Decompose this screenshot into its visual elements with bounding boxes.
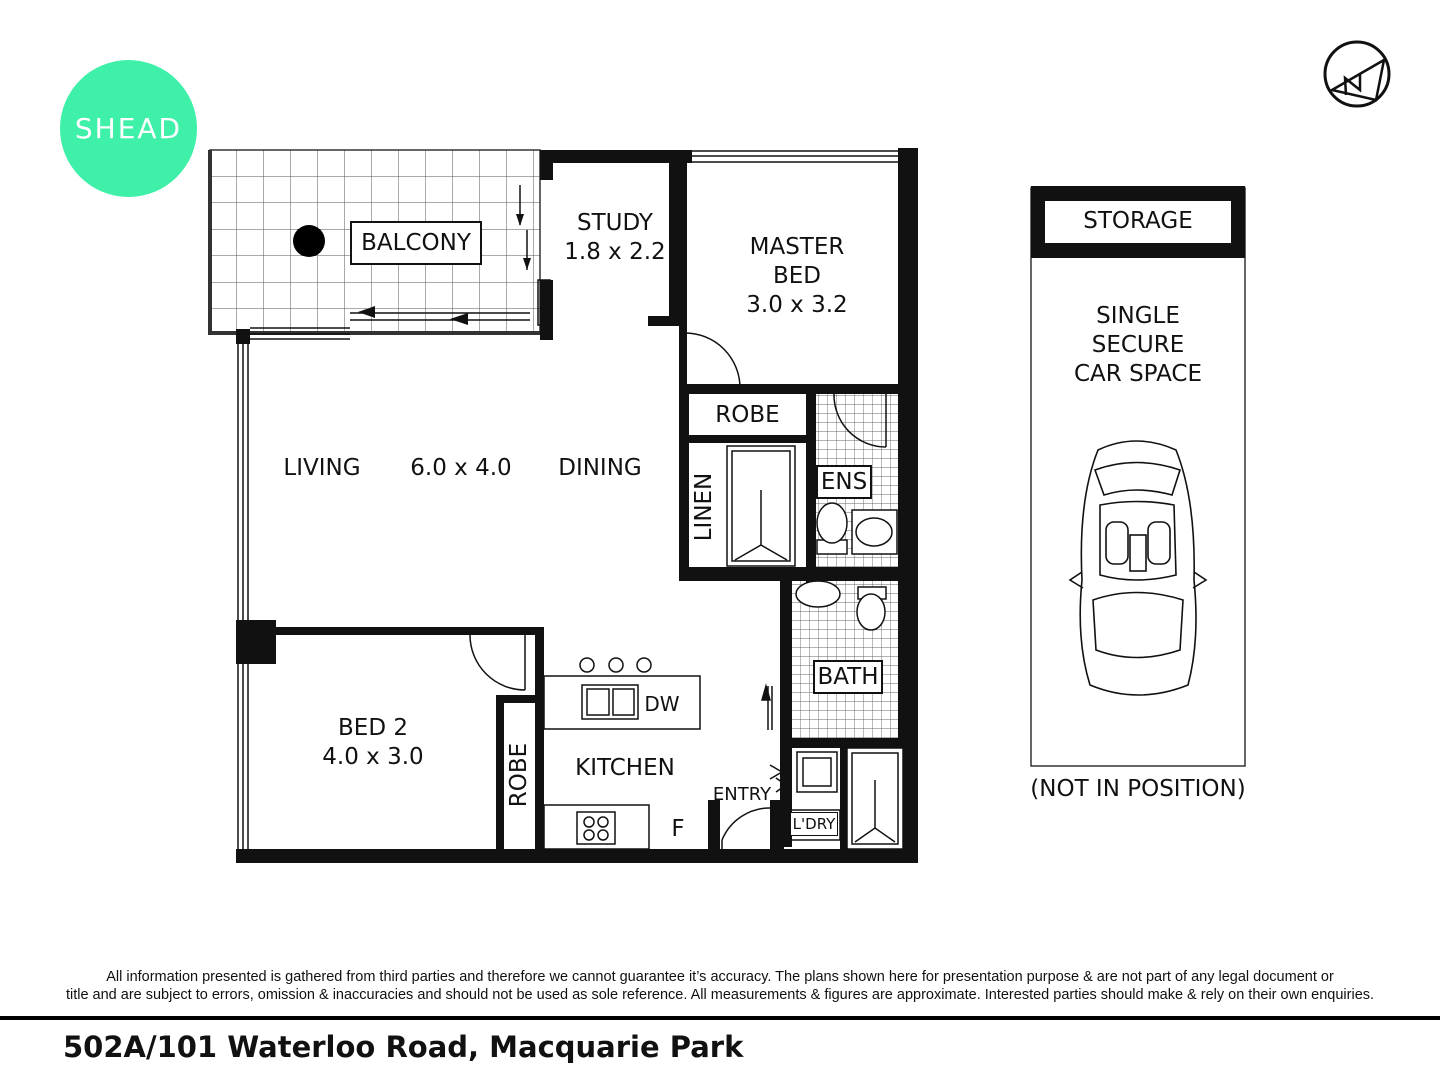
bed2-label: BED 2 4.0 x 3.0 — [303, 714, 443, 772]
balcony-area — [208, 149, 541, 335]
study-name: STUDY — [577, 210, 653, 236]
compass-icon — [1323, 40, 1391, 108]
ensuite-fixtures — [726, 445, 898, 567]
bed2-size: 4.0 x 3.0 — [322, 743, 424, 770]
master-bed-label: MASTER BED 3.0 x 3.2 — [722, 233, 872, 319]
bath-label: BATH — [813, 660, 883, 694]
storage-label: STORAGE — [1083, 208, 1193, 234]
living-size-label: 6.0 x 4.0 — [410, 455, 512, 481]
laundry-label: L'DRY — [790, 812, 838, 836]
master-size: 3.0 x 3.2 — [746, 291, 848, 318]
balcony-column — [293, 225, 325, 257]
car-space-line-2: SECURE — [1091, 331, 1185, 358]
entry-label: ENTRY — [712, 784, 772, 805]
bath-fixtures — [789, 580, 904, 850]
robe-master-label: ROBE — [715, 402, 780, 428]
interior-walls — [250, 150, 898, 849]
windows — [237, 150, 898, 849]
dining-label: DINING — [558, 455, 642, 481]
doors — [469, 332, 887, 849]
disclaimer: All information presented is gathered fr… — [20, 968, 1420, 1004]
kitchen-label: KITCHEN — [575, 755, 675, 781]
balcony-label: BALCONY — [350, 221, 482, 265]
dishwasher-label: DW — [644, 692, 680, 716]
shead-logo: SHEAD — [60, 60, 197, 197]
car-icon — [1068, 440, 1208, 696]
kitchen-fixtures — [543, 657, 701, 850]
car-space-label: SINGLE SECURE CAR SPACE — [1035, 302, 1241, 388]
bed2-name: BED 2 — [338, 715, 408, 741]
fridge-label: F — [671, 816, 685, 842]
not-in-position-note: (NOT IN POSITION) — [1030, 776, 1246, 802]
property-address: 502A/101 Waterloo Road, Macquarie Park — [63, 1030, 744, 1064]
logo-text: SHEAD — [74, 112, 183, 145]
robe-bed2-label: ROBE — [506, 742, 532, 808]
study-size: 1.8 x 2.2 — [564, 238, 666, 265]
disclaimer-line-1: All information presented is gathered fr… — [106, 969, 1334, 985]
master-name: MASTER — [749, 234, 845, 260]
ensuite-label: ENS — [816, 465, 872, 499]
disclaimer-line-2: title and are subject to errors, omissio… — [65, 987, 1375, 1003]
car-space-line-1: SINGLE — [1096, 303, 1180, 329]
car-space-line-3: CAR SPACE — [1073, 360, 1202, 387]
linen-label: LINEN — [691, 472, 717, 542]
master-name-2: BED — [772, 262, 822, 289]
footer-divider — [0, 1016, 1440, 1020]
study-label: STUDY 1.8 x 2.2 — [560, 209, 670, 267]
living-label: LIVING — [283, 455, 361, 481]
